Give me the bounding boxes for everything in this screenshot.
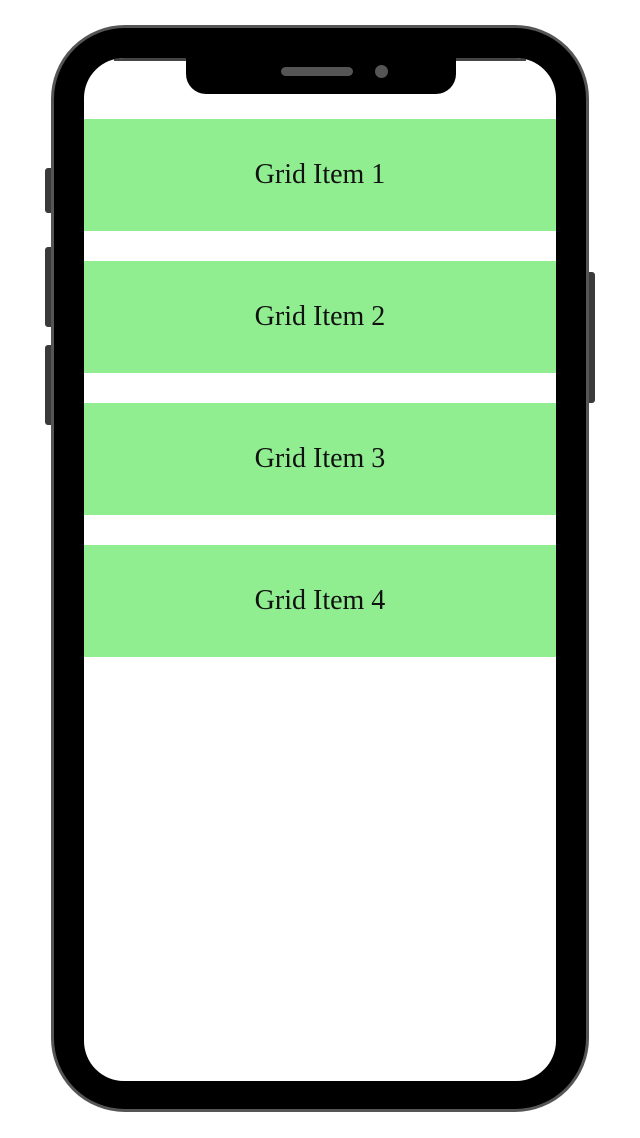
grid-item-label: Grid Item 2 [254, 301, 386, 332]
mute-switch [45, 168, 52, 213]
grid-item-label: Grid Item 1 [254, 159, 386, 190]
camera-icon [375, 65, 388, 78]
volume-down-button [45, 345, 52, 425]
grid-item-2: Grid Item 2 [84, 261, 556, 373]
notch [186, 55, 456, 94]
speaker-icon [281, 67, 353, 76]
phone-screen: Grid Item 1 Grid Item 2 Grid Item 3 Grid… [84, 58, 556, 1081]
volume-up-button [45, 247, 52, 327]
grid-container: Grid Item 1 Grid Item 2 Grid Item 3 Grid… [84, 119, 556, 657]
grid-item-1: Grid Item 1 [84, 119, 556, 231]
grid-item-3: Grid Item 3 [84, 403, 556, 515]
power-button [588, 272, 595, 403]
grid-item-label: Grid Item 3 [254, 443, 386, 474]
grid-item-label: Grid Item 4 [254, 585, 386, 616]
grid-item-4: Grid Item 4 [84, 545, 556, 657]
